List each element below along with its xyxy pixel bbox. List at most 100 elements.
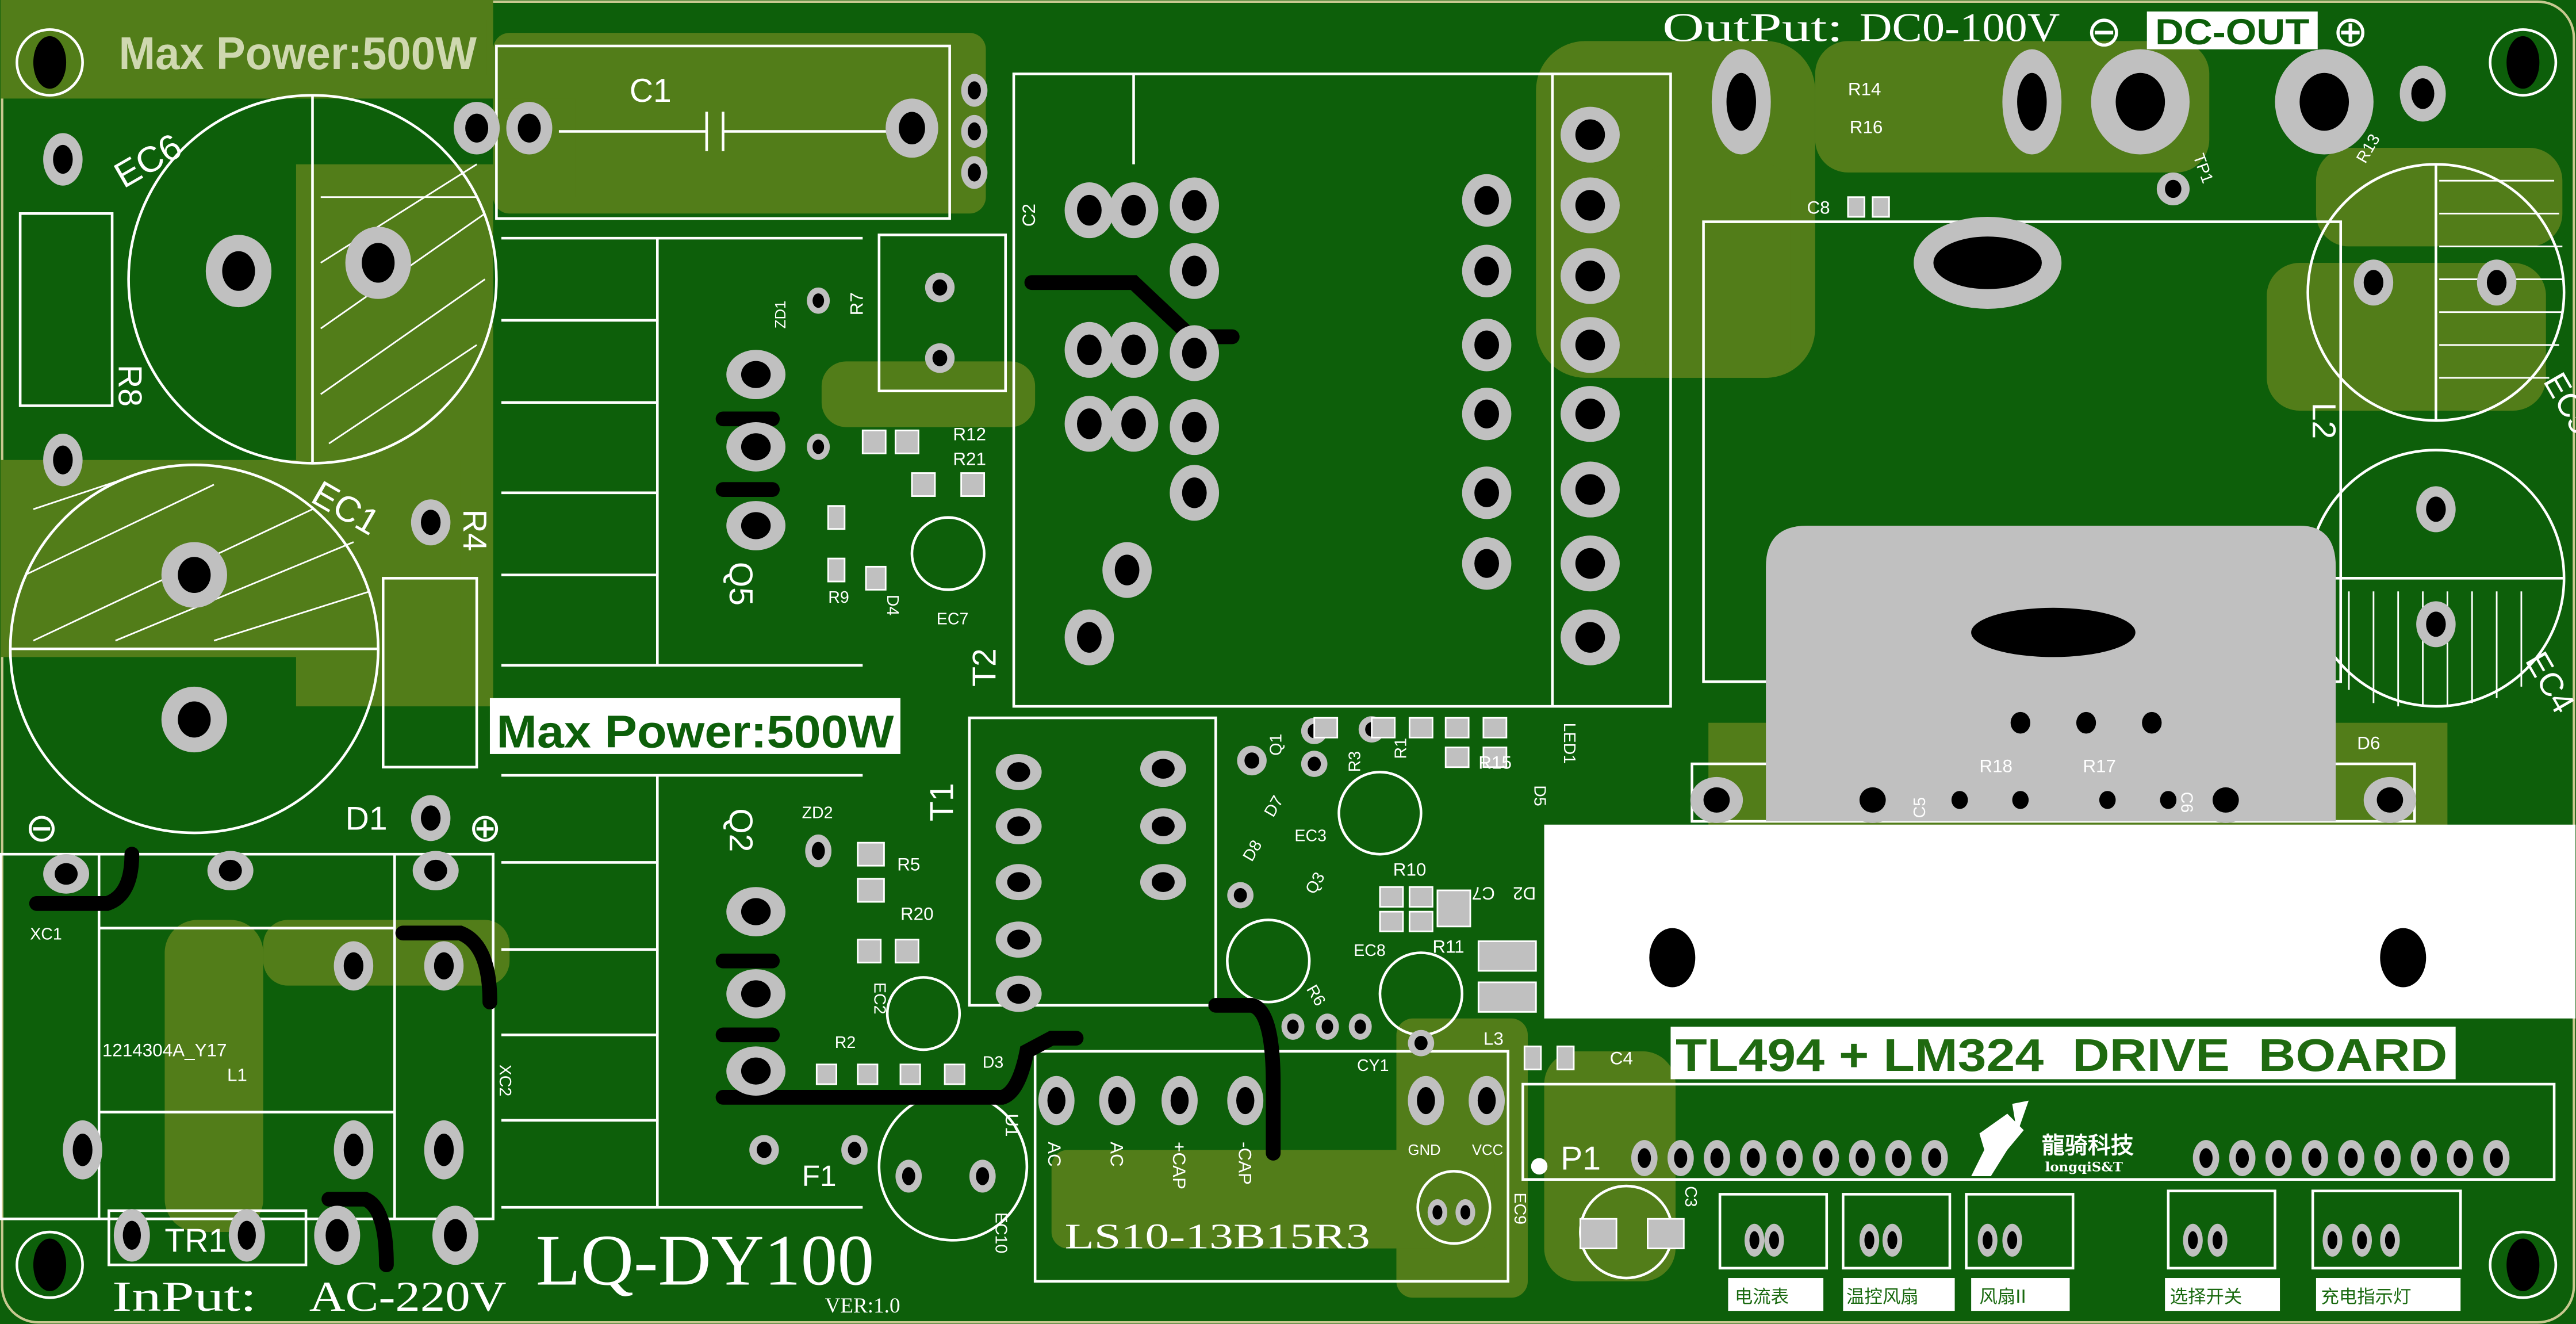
drill-hole [178,557,211,594]
drill-hole [518,113,541,143]
dc-out-badge-bg [2146,11,2318,49]
dc-out-badge: DC-OUT [2155,12,2309,52]
drill-hole [1575,622,1605,653]
drill-hole [1287,1019,1299,1034]
designator: C5 [1911,797,1929,818]
mounting-hole-icon [16,28,84,97]
drill-hole [1703,787,1730,813]
designator: L2 [2305,403,2342,439]
smd-pad [1408,886,1433,908]
designator: ZD2 [802,803,833,822]
smd-pad [1482,747,1508,768]
input-label: InPut: [112,1273,256,1321]
designator: L3 [1483,1028,1504,1049]
drill-hole [1233,887,1247,903]
drill-hole [2486,270,2507,296]
model-label: LQ-DY100 [536,1220,874,1300]
smd-pad [1523,1045,1542,1070]
drill-hole [72,1133,93,1166]
designator: XC1 [30,925,62,944]
silkscreen-outlines [0,44,2566,1283]
drill-hole [2344,1148,2358,1168]
drill-hole [1575,474,1605,505]
smd-pad [1371,717,1396,738]
max-power-top-label: Max Power:500W [118,28,477,79]
drill-hole [976,1167,990,1185]
drill-hole [1726,72,1756,131]
drill-hole [1047,1087,1066,1115]
drill-hole [1710,1148,1724,1168]
logo-mark-icon [1971,1100,2029,1176]
drill-hole [1575,330,1605,361]
drill-hole [1182,338,1207,369]
smd-pad [1579,1218,1617,1250]
designator: R12 [953,424,986,444]
drill-hole [1474,549,1500,578]
drill-hole [1477,1087,1496,1115]
drill-hole [1114,554,1140,586]
designator: CY1 [1357,1057,1389,1075]
drill-hole [1121,334,1146,366]
drill-hole [1460,1205,1471,1220]
power-pin-label: VCC [1472,1142,1503,1158]
drill-hole [1887,1231,1897,1250]
designator: D3 [983,1053,1004,1072]
drill-hole [2363,270,2384,296]
drill-hole [420,805,441,831]
designator: R5 [897,855,920,875]
drill-hole [1674,1148,1688,1168]
drill-hole [1746,1148,1760,1168]
company-logo: 龍骑科技 longqiS&T [1971,1100,2134,1176]
designator: EC10 [992,1212,1010,1253]
smd-pad [1379,886,1404,908]
drill-hole [968,122,981,141]
drill-hole [1575,261,1605,292]
drill-hole [2115,72,2165,131]
drill-hole [343,952,364,979]
drill-hole [1182,477,1207,508]
drill-hole [1951,791,1968,809]
jumper-wires [29,275,1281,1273]
drill-hole [932,350,948,366]
drill-hole [1007,872,1030,892]
designator: EC7 [937,610,969,628]
drill-hole [812,439,825,454]
drill-hole [1007,984,1030,1004]
drill-hole [2007,1231,2018,1250]
pin1-marker [1531,1158,1548,1175]
drill-hole [1121,194,1146,226]
connector-label: 温控风扇 [1846,1287,1919,1307]
output-label: OutPut: [1662,5,1843,50]
drill-hole [757,1142,772,1158]
drill-hole [2199,1148,2213,1168]
designator: C1 [630,72,672,109]
drill-hole [1819,1148,1833,1168]
drill-hole [1076,194,1102,226]
drill-hole [434,1133,454,1166]
max-power-mid-label: Max Power:500W [496,706,894,757]
designator: LED1 [1560,723,1578,764]
minus-symbol-icon: ⊖ [2086,6,2122,56]
pads [43,49,2517,1265]
drill-hole [1474,330,1500,359]
heatsink-slot [1971,607,2136,657]
drill-hole [2160,791,2177,809]
drill-hole [1121,408,1146,439]
designator: C6 [2178,792,2196,813]
designator: Q5 [722,562,759,606]
designator: R20 [900,904,934,924]
drill-hole [1638,1148,1651,1168]
drill-hole [1354,1019,1366,1034]
smd-pad [1847,196,1865,218]
heatsink-hole [1933,236,2042,289]
drill-hole [53,445,73,475]
designator: R8 [111,365,148,407]
smd-pad [911,472,936,497]
smd-pad [1313,717,1339,738]
drill-hole [2308,1148,2322,1168]
drill-hole [812,293,825,308]
module-label: LS10-13B15R3 [1065,1216,1370,1257]
drill-hole [122,1220,141,1250]
drill-hole [2426,496,2446,522]
drill-hole [2299,72,2349,131]
